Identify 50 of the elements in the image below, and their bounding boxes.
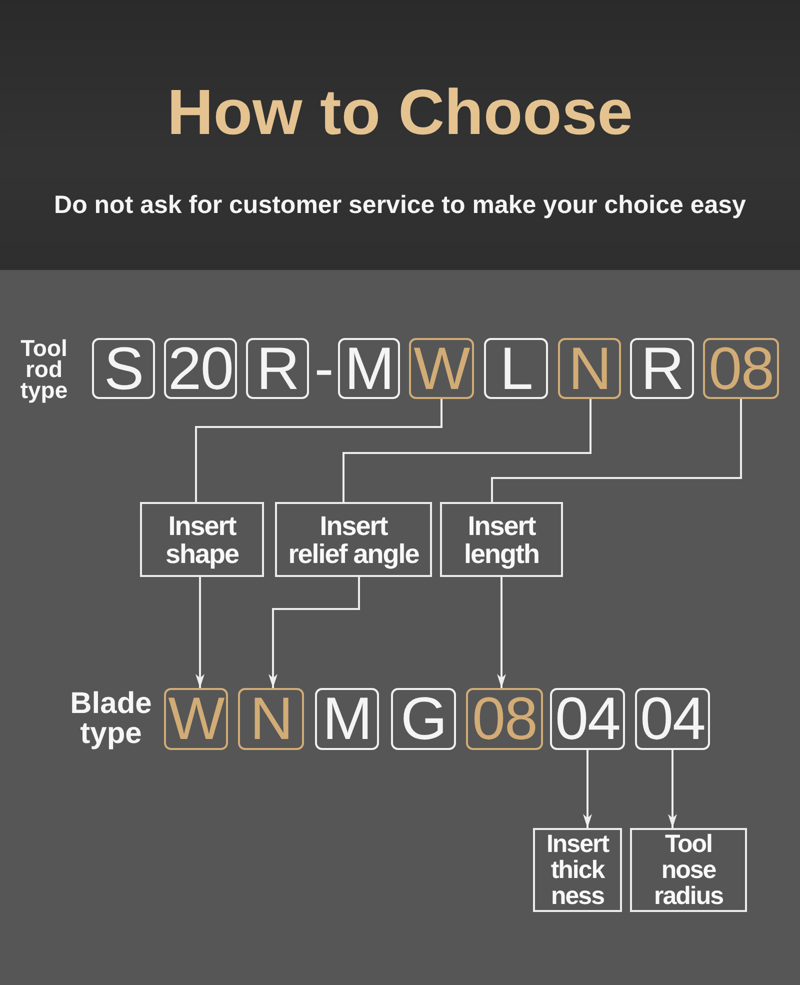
description-text: Tool nose radius [652, 831, 724, 909]
code-character: 04 [640, 689, 705, 749]
code-character: S [104, 338, 144, 398]
code-box [703, 338, 779, 399]
code-character: R [256, 338, 299, 398]
row-label: Blade type [69, 689, 153, 749]
description-text: Insert relief angle [287, 512, 420, 568]
code-box [630, 338, 694, 399]
code-character: N [568, 338, 611, 398]
row-label: Tool rod type [19, 338, 69, 400]
description-text: Insert thick ness [545, 831, 610, 909]
description-box [630, 828, 747, 912]
description-text: Insert length [463, 512, 540, 568]
code-character: M [344, 338, 394, 398]
code-character: G [400, 689, 446, 749]
subtitle: Do not ask for customer service to make your choice easy [54, 190, 746, 220]
description-box [533, 828, 622, 912]
arrow [497, 577, 506, 688]
description-box [440, 502, 563, 577]
connector-line [195, 399, 442, 502]
arrow [583, 750, 592, 828]
arrow [668, 750, 677, 828]
code-character: M [322, 689, 372, 749]
code-box [315, 688, 379, 750]
arrow [268, 577, 360, 688]
code-character: 20 [168, 338, 233, 398]
code-box [238, 688, 304, 750]
code-box [92, 338, 155, 399]
code-box [484, 338, 548, 399]
code-box [391, 688, 456, 750]
code-character: W [168, 689, 224, 749]
code-character: W [414, 338, 470, 398]
code-character: L [500, 338, 532, 398]
connector-line [342, 399, 592, 502]
code-character: 08 [708, 338, 774, 398]
connector-line [491, 399, 742, 502]
code-box [466, 688, 543, 750]
description-box [275, 502, 432, 577]
description-text: Insert shape [164, 512, 240, 568]
code-character: R [640, 338, 684, 398]
code-box [558, 338, 621, 399]
description-box [140, 502, 264, 577]
code-character: N [250, 689, 292, 749]
code-character: 04 [555, 689, 620, 749]
arrow [196, 577, 204, 688]
title: How to Choose [166, 80, 634, 144]
hyphen: - [314, 340, 334, 398]
code-character: 08 [472, 689, 537, 749]
code-box [338, 338, 400, 399]
code-box [246, 338, 309, 399]
